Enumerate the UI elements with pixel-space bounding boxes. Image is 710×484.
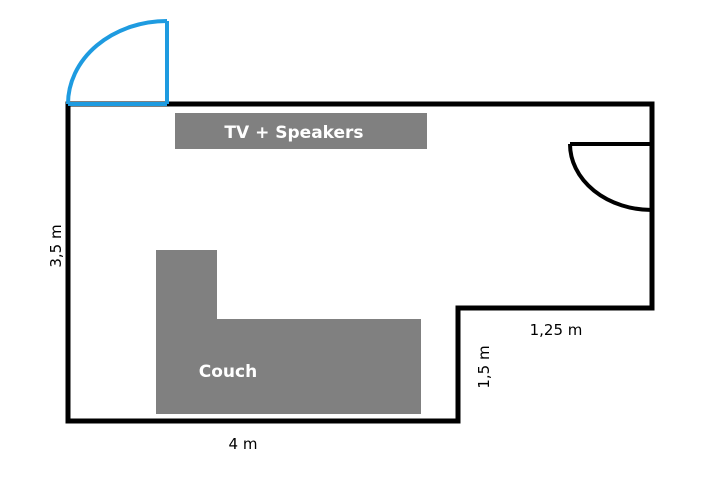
notch-vertical-dimension: 1,5 m — [475, 345, 493, 388]
notch-horizontal-dimension: 1,25 m — [530, 321, 583, 339]
entry-door-swing-arc — [66, 19, 168, 105]
side-door-swing-arc — [568, 143, 653, 212]
side-door — [568, 142, 653, 212]
couch-label: Couch — [199, 362, 257, 382]
room-walls — [65, 101, 655, 424]
couch — [156, 250, 421, 414]
left-wall-dimension: 3,5 m — [47, 224, 65, 267]
entry-door — [66, 19, 169, 106]
bottom-wall-dimension: 4 m — [229, 435, 258, 453]
tv-speakers-label: TV + Speakers — [224, 123, 363, 143]
tv-speakers-unit — [175, 113, 427, 149]
